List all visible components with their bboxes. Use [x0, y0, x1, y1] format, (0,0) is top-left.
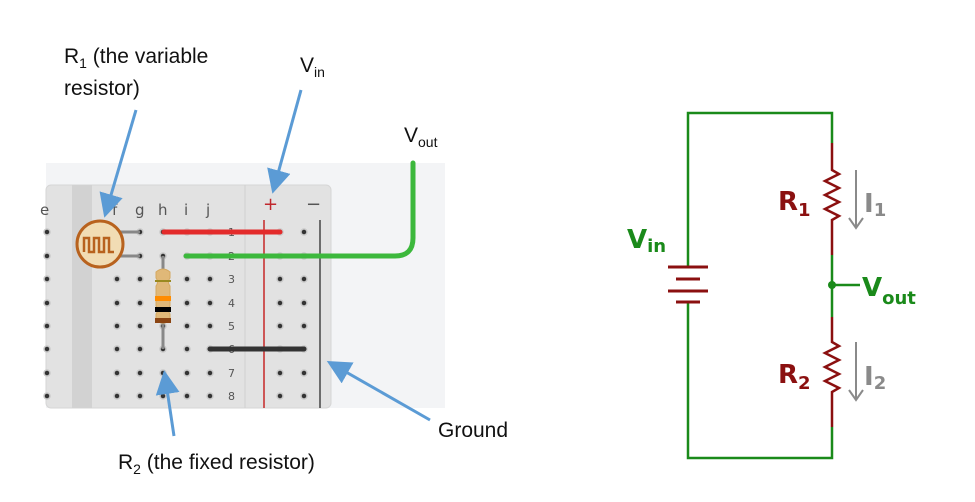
breadboard-hole [136, 299, 144, 307]
ground-label: Ground [438, 419, 508, 442]
breadboard-hole [113, 345, 121, 353]
column-label-e: e [40, 201, 49, 219]
ground-pointer-arrow [326, 361, 431, 422]
breadboard-hole [183, 345, 191, 353]
breadboard-hole [43, 345, 51, 353]
row-number: 5 [228, 320, 235, 333]
vout-label: Vout [404, 124, 438, 150]
battery-symbol [668, 265, 708, 304]
row-number: 4 [228, 297, 235, 310]
schematic-i1-label: I1 [864, 189, 886, 221]
r1-label-line2: resistor) [64, 77, 140, 100]
breadboard-hole [136, 322, 144, 330]
vin-label: Vin [300, 54, 325, 80]
breadboard-hole [136, 275, 144, 283]
r1-pointer-arrow [99, 109, 138, 218]
breadboard-hole [43, 252, 51, 260]
wire-top [686, 111, 834, 267]
r1-label: R1 (the variable [64, 45, 208, 71]
breadboard-hole [206, 369, 214, 377]
breadboard-hole [43, 392, 51, 400]
schematic-i2-label: I2 [864, 362, 886, 394]
breadboard-hole [300, 392, 308, 400]
breadboard-hole [206, 392, 214, 400]
breadboard-hole [300, 275, 308, 283]
breadboard-hole [276, 275, 284, 283]
photoresistor [75, 219, 140, 269]
column-label-h: h [158, 201, 168, 219]
schematic-vin-label: Vin [627, 225, 666, 257]
breadboard-hole [183, 322, 191, 330]
r2-pointer-arrow [155, 370, 180, 437]
column-label-g: g [135, 201, 145, 219]
row-number: 7 [228, 367, 235, 380]
breadboard-hole [300, 228, 308, 236]
breadboard-hole [43, 228, 51, 236]
column-label-f: f [112, 201, 118, 219]
r2-label: R2 (the fixed resistor) [118, 451, 315, 477]
r2-resistor-symbol [822, 317, 842, 427]
green-vout-wire [183, 160, 416, 259]
schematic [668, 111, 864, 460]
column-label-j: j [205, 201, 210, 219]
i1-current-arrow [848, 170, 864, 230]
breadboard-hole [276, 369, 284, 377]
breadboard-hole [136, 369, 144, 377]
breadboard-hole [136, 392, 144, 400]
i2-current-arrow [848, 342, 864, 402]
fixed-resistor [155, 256, 171, 349]
rail-minus-label: − [306, 194, 321, 215]
breadboard-hole [113, 275, 121, 283]
breadboard-hole [206, 275, 214, 283]
breadboard-hole [300, 369, 308, 377]
breadboard-hole [300, 299, 308, 307]
schematic-r2-label: R2 [778, 360, 811, 394]
breadboard-hole [159, 392, 167, 400]
breadboard-hole [43, 369, 51, 377]
vout-node [828, 281, 836, 289]
r1-resistor-symbol [822, 143, 842, 255]
vin-pointer-arrow [267, 89, 303, 194]
row-number: 8 [228, 390, 235, 403]
breadboard-hole [113, 322, 121, 330]
breadboard-hole [159, 369, 167, 377]
breadboard-hole [276, 322, 284, 330]
row-number: 3 [228, 273, 235, 286]
breadboard-hole [276, 299, 284, 307]
breadboard-hole [43, 322, 51, 330]
breadboard-hole [43, 275, 51, 283]
rail-plus-label: + [263, 194, 278, 215]
breadboard-hole [43, 299, 51, 307]
breadboard: e f g h i j 12345678 + − [40, 160, 445, 409]
schematic-r1-label: R1 [778, 187, 811, 221]
breadboard-hole [113, 369, 121, 377]
breadboard-hole [276, 392, 284, 400]
schematic-vout-label: Vout [862, 273, 916, 309]
breadboard-hole [206, 322, 214, 330]
center-channel [72, 185, 92, 408]
breadboard-hole [300, 322, 308, 330]
breadboard-hole [183, 392, 191, 400]
breadboard-hole [113, 299, 121, 307]
breadboard-hole [183, 275, 191, 283]
breadboard-hole [183, 299, 191, 307]
column-label-i: i [184, 201, 188, 219]
breadboard-hole [206, 299, 214, 307]
breadboard-hole [136, 345, 144, 353]
wire-bottom [686, 302, 834, 460]
breadboard-hole [183, 369, 191, 377]
breadboard-hole [113, 392, 121, 400]
